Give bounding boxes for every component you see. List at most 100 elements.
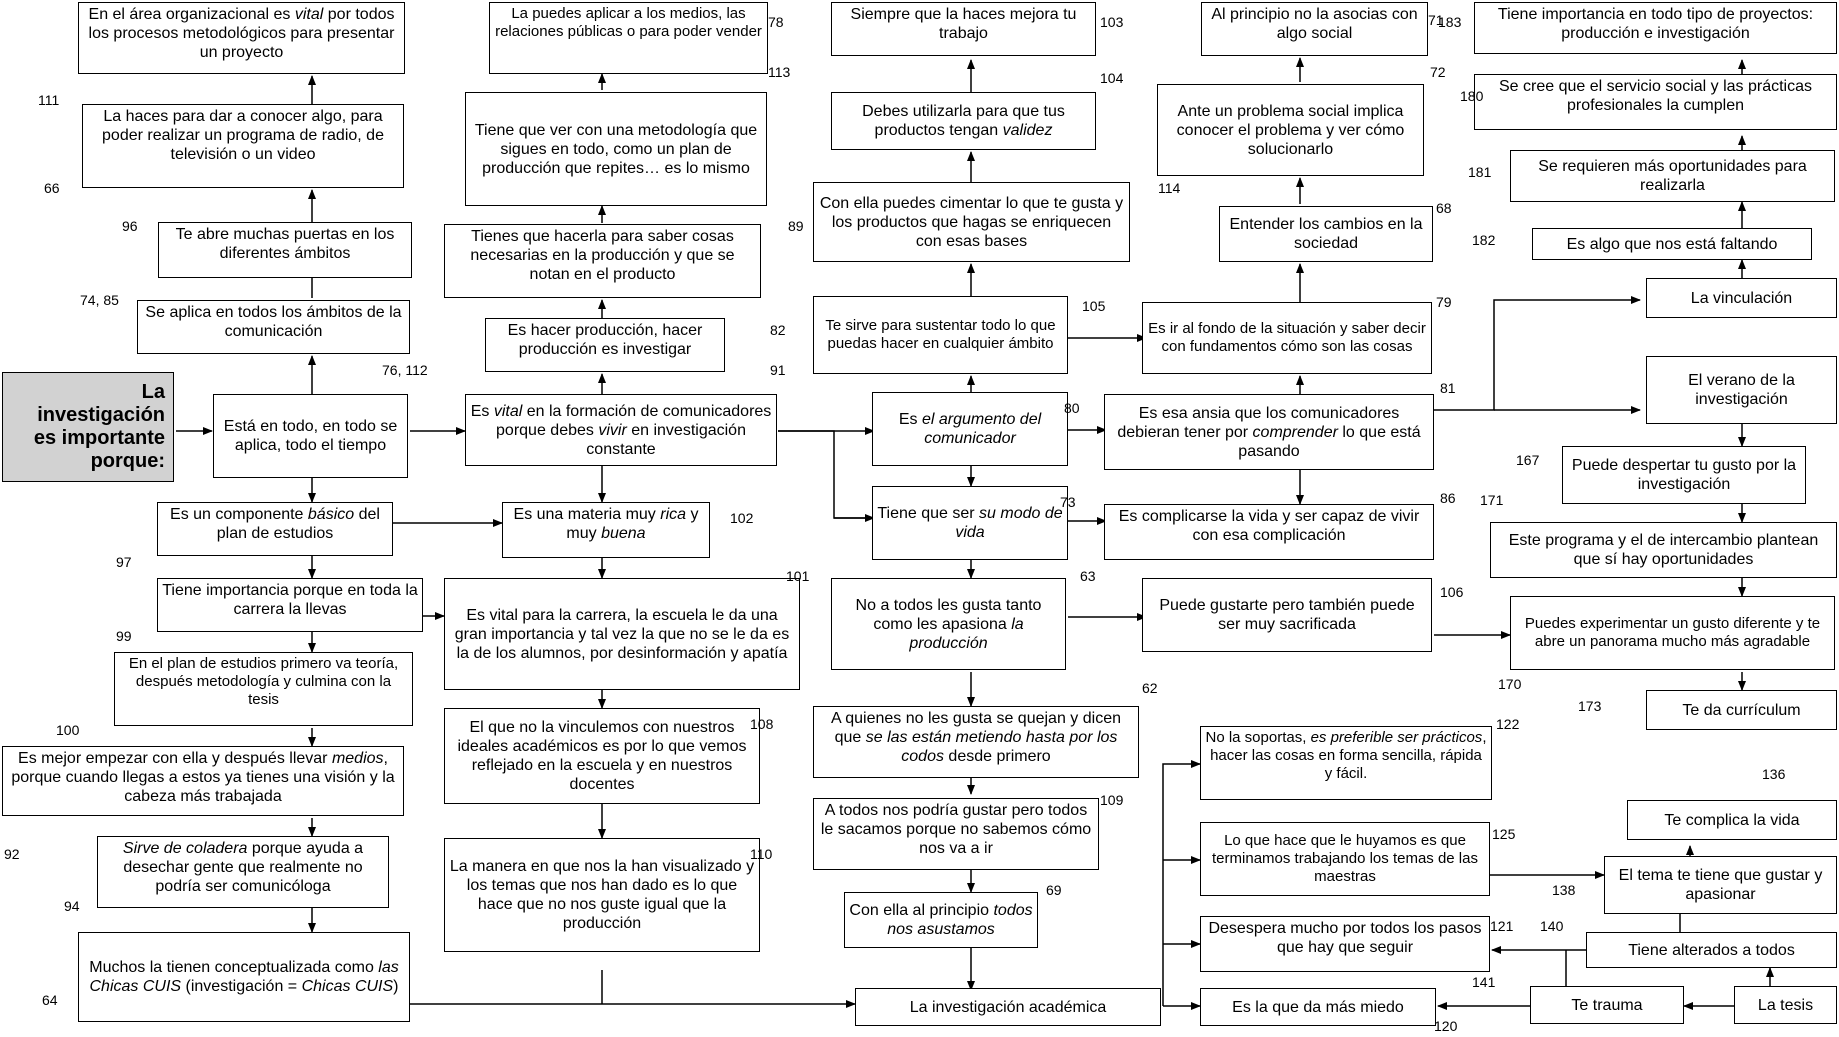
node-d6: Es complicarse la vida y ser capaz de vi…	[1104, 504, 1434, 560]
node-a4-text: Se aplica en todos los ámbitos de la com…	[145, 304, 402, 340]
node-a8: En el plan de estudios primero va teoría…	[114, 652, 413, 726]
node-b9: La manera en que nos la han visualizado …	[444, 838, 760, 952]
node-b8-text: El que no la vinculemos con nuestros ide…	[457, 719, 747, 793]
root-label: La investigación es importante porque:	[33, 381, 165, 472]
node-d3-text: Entender los cambios en la sociedad	[1229, 216, 1423, 252]
node-e8: Este programa y el de intercambio plante…	[1490, 522, 1837, 578]
node-a9: Es mejor empezar con ella y después llev…	[2, 746, 404, 816]
ref-number: 171	[1480, 492, 1504, 508]
node-d10: Desespera mucho por todos los pasos que …	[1200, 916, 1490, 972]
ref-number: 82	[770, 322, 786, 338]
node-e12-text: El tema te tiene que gustar y apasionar	[1618, 867, 1823, 903]
node-b7-text: Es vital para la carrera, la escuela le …	[454, 606, 790, 662]
node-b8: El que no la vinculemos con nuestros ide…	[444, 708, 760, 804]
node-c4: Te sirve para sustentar todo lo que pued…	[813, 296, 1068, 374]
node-d9-text: Lo que hace que le huyamos es que termin…	[1212, 832, 1478, 885]
node-e12: El tema te tiene que gustar y apasionar	[1604, 856, 1837, 914]
node-d4-text: Es ir al fondo de la situación y saber d…	[1148, 320, 1426, 355]
ref-number: 183	[1438, 14, 1462, 30]
ref-number: 91	[770, 362, 786, 378]
node-c9: A todos nos podría gustar pero todos le …	[813, 798, 1099, 870]
node-c3: Con ella puedes cimentar lo que te gusta…	[813, 182, 1130, 262]
node-a11-text: Muchos la tienen conceptualizada como la…	[89, 959, 399, 995]
ref-number: 180	[1460, 88, 1484, 104]
node-c7: No a todos les gusta tanto como les apas…	[831, 578, 1066, 670]
ref-number: 72	[1430, 64, 1446, 80]
node-d6-text: Es complicarse la vida y ser capaz de vi…	[1118, 508, 1420, 544]
node-b9-text: La manera en que nos la han visualizado …	[449, 858, 755, 932]
node-e13-text: Tiene alterados a todos	[1628, 941, 1795, 959]
node-b2: Tiene que ver con una metodología que si…	[465, 92, 767, 206]
node-b6-text: Es una materia muy rica y muy buena	[513, 506, 699, 542]
ref-number: 79	[1436, 294, 1452, 310]
node-a5: Está en todo, en todo se aplica, todo el…	[213, 394, 408, 478]
node-a6-text: Es un componente básico del plan de estu…	[170, 506, 380, 542]
ref-number: 92	[4, 846, 20, 862]
ref-number: 122	[1496, 716, 1520, 732]
ref-number: 102	[730, 510, 754, 526]
ref-number: 100	[56, 722, 80, 738]
node-e10-text: Te da currículum	[1682, 701, 1801, 719]
node-b7: Es vital para la carrera, la escuela le …	[444, 578, 800, 690]
ref-number: 106	[1440, 584, 1464, 600]
node-a1: En el área organizacional es vital por t…	[78, 2, 405, 74]
node-a2: La haces para dar a conocer algo, para p…	[82, 104, 404, 188]
root-node: La investigación es importante porque:	[2, 372, 174, 482]
node-d1: Al principio no la asocias con algo soci…	[1201, 2, 1428, 56]
ref-number: 76, 112	[382, 362, 428, 378]
node-d9: Lo que hace que le huyamos es que termin…	[1200, 822, 1490, 896]
node-e5: La vinculación	[1646, 278, 1837, 318]
node-c10-text: Con ella al principio todos nos asustamo…	[849, 902, 1033, 938]
ref-number: 141	[1472, 974, 1496, 990]
node-c1: Siempre que la haces mejora tu trabajo	[831, 2, 1096, 56]
ref-number: 78	[768, 14, 784, 30]
node-a5-text: Está en todo, en todo se aplica, todo el…	[223, 418, 398, 454]
ref-number: 138	[1552, 882, 1576, 898]
ref-number: 173	[1578, 698, 1602, 714]
ref-number: 68	[1436, 200, 1452, 216]
node-b6: Es una materia muy rica y muy buena	[502, 502, 710, 558]
node-a3: Te abre muchas puertas en los diferentes…	[158, 222, 412, 278]
node-c6-text: Tiene que ser su modo de vida	[877, 505, 1063, 541]
node-e1-text: Tiene importancia en todo tipo de proyec…	[1497, 6, 1814, 42]
node-c1-text: Siempre que la haces mejora tu trabajo	[850, 6, 1077, 42]
ref-number: 71	[1428, 12, 1444, 28]
node-c2: Debes utilizarla para que tus productos …	[831, 92, 1096, 150]
node-e2: Se cree que el servicio social y las prá…	[1474, 74, 1837, 130]
ref-number: 103	[1100, 14, 1124, 30]
node-a6: Es un componente básico del plan de estu…	[157, 502, 393, 556]
node-e11-text: Te complica la vida	[1664, 811, 1800, 829]
node-e11: Te complica la vida	[1627, 800, 1837, 840]
ref-number: 114	[1158, 180, 1181, 196]
ref-number: 113	[768, 64, 791, 80]
node-c7-text: No a todos les gusta tanto como les apas…	[855, 596, 1042, 652]
connector	[1162, 760, 1201, 1006]
ref-number: 167	[1516, 452, 1540, 468]
node-e8-text: Este programa y el de intercambio plante…	[1508, 532, 1819, 568]
node-c4-text: Te sirve para sustentar todo lo que pued…	[825, 317, 1056, 352]
node-e7-text: Puede despertar tu gusto por la investig…	[1571, 457, 1797, 493]
node-d2-text: Ante un problema social implica conocer …	[1176, 102, 1405, 158]
node-a8-text: En el plan de estudios primero va teoría…	[128, 655, 399, 708]
node-b2-text: Tiene que ver con una metodología que si…	[474, 121, 758, 177]
node-c5: Es el argumento del comunicador	[872, 392, 1068, 466]
ref-number: 110	[750, 846, 773, 862]
node-b4: Es hacer producción, hacer producción es…	[485, 318, 725, 372]
ref-number: 94	[64, 898, 80, 914]
node-e10: Te da currículum	[1646, 690, 1837, 730]
node-e9-text: Puedes experimentar un gusto diferente y…	[1524, 615, 1821, 650]
ref-number: 170	[1498, 676, 1522, 692]
node-b1-text: La puedes aplicar a los medios, las rela…	[495, 5, 762, 40]
ref-number: 99	[116, 628, 132, 644]
ref-number: 120	[1434, 1018, 1458, 1034]
node-e14-text: Te trauma	[1571, 996, 1643, 1014]
node-b1: La puedes aplicar a los medios, las rela…	[489, 2, 768, 74]
node-e6-text: El verano de la investigación	[1688, 372, 1795, 408]
node-d11: Es la que da más miedo	[1200, 988, 1436, 1026]
node-a7-text: Tiene importancia porque en toda la carr…	[162, 582, 418, 618]
node-a3-text: Te abre muchas puertas en los diferentes…	[175, 226, 395, 262]
node-c3-text: Con ella puedes cimentar lo que te gusta…	[819, 194, 1124, 250]
ref-number: 101	[786, 568, 810, 584]
ref-number: 181	[1468, 164, 1492, 180]
